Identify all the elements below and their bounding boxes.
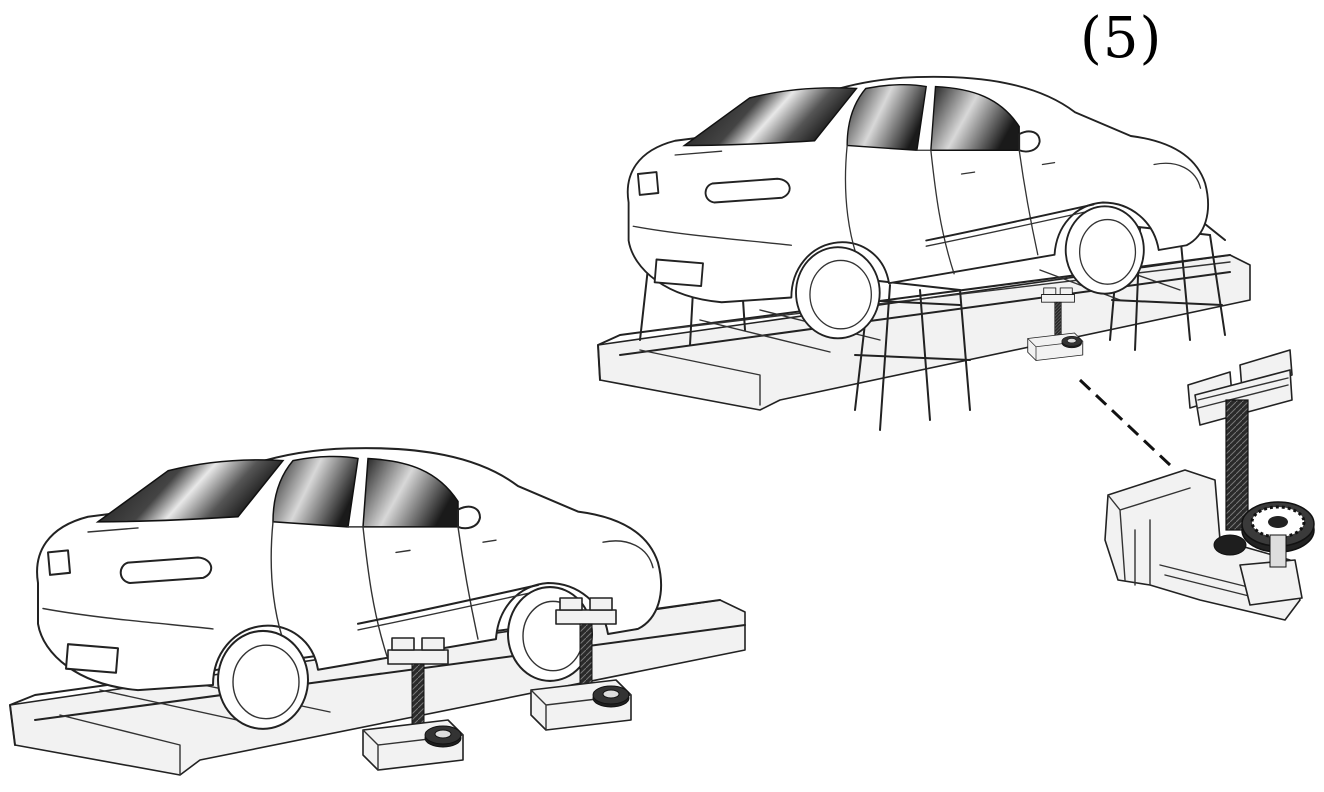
bottom-scene: [9, 447, 746, 776]
detail-leader-line: [1078, 378, 1172, 467]
threaded-rod: [1225, 399, 1249, 531]
handwheel-icon: [1241, 501, 1315, 568]
top-scene: [597, 75, 1251, 467]
figure-label: (5): [1080, 6, 1163, 71]
clamp-fixture-icon: [1104, 349, 1315, 621]
